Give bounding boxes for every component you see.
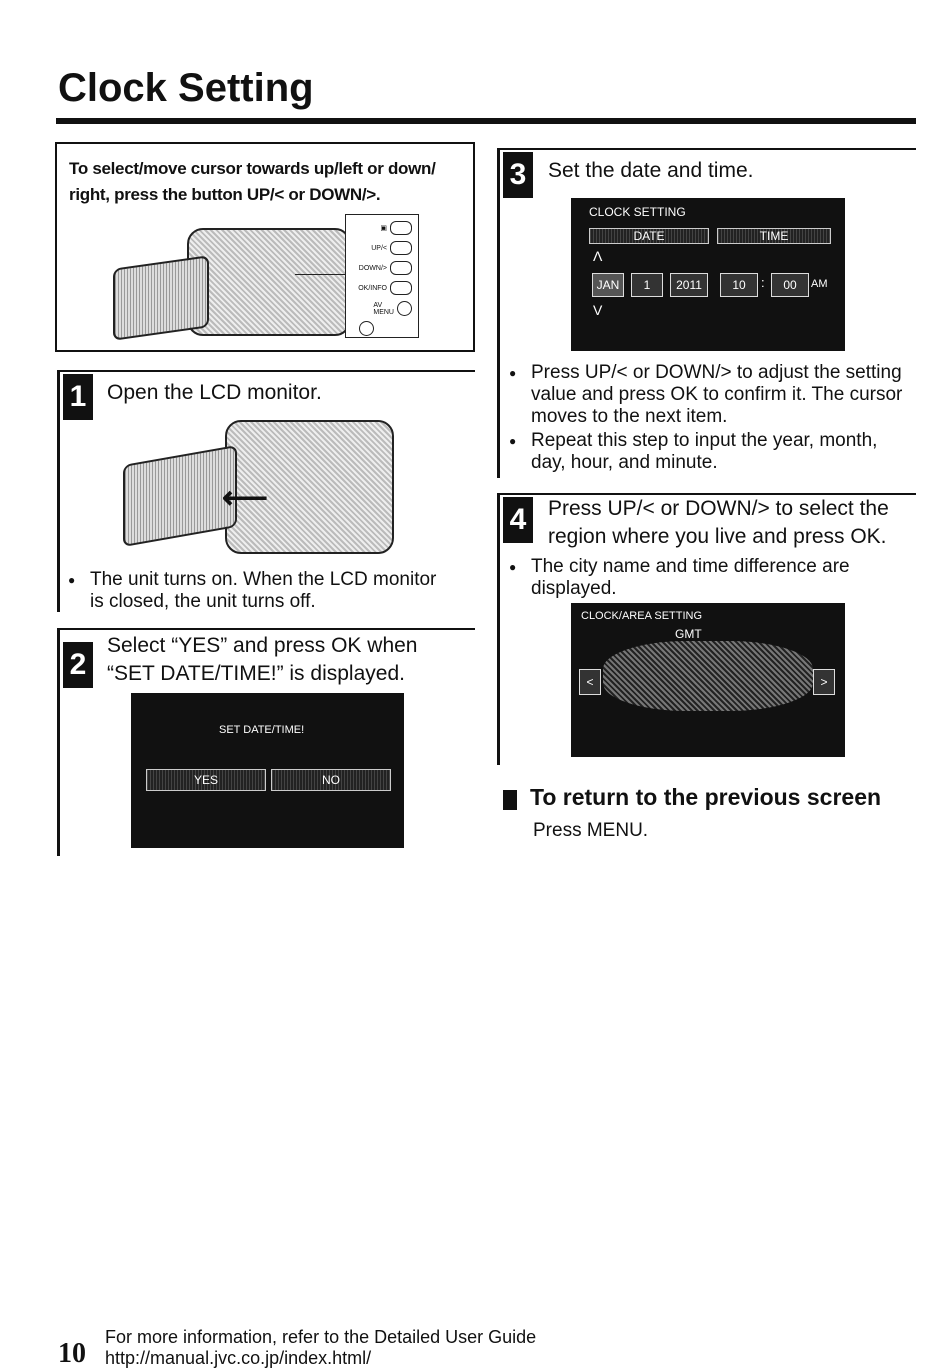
section-marker bbox=[503, 790, 517, 810]
power-button-icon bbox=[359, 321, 374, 336]
step-4-heading: Press UP/< or DOWN/> to select the regio… bbox=[548, 497, 889, 548]
step-4-bar bbox=[497, 493, 500, 765]
prev-region-button[interactable]: < bbox=[579, 669, 601, 695]
step-4-rule bbox=[497, 493, 916, 495]
step-4-number: 4 bbox=[503, 497, 533, 543]
down-arrow-icon[interactable]: V bbox=[593, 302, 603, 318]
step-1-bar bbox=[57, 370, 60, 612]
lcd-open-illustration bbox=[123, 444, 237, 548]
section-title: To return to the previous screen bbox=[530, 784, 882, 810]
footer-text: For more information, refer to the Detai… bbox=[105, 1327, 537, 1347]
clock-area-title: CLOCK/AREA SETTING bbox=[581, 610, 703, 622]
set-date-time-screen: SET DATE/TIME! YES NO bbox=[131, 693, 404, 848]
clock-setting-screen: CLOCK SETTING DATE TIME Λ JAN 1 2011 10 … bbox=[571, 198, 845, 351]
month-field[interactable]: JAN bbox=[592, 273, 624, 297]
world-map bbox=[603, 641, 813, 711]
no-button[interactable]: NO bbox=[271, 769, 391, 791]
play-button-icon bbox=[390, 221, 412, 235]
time-tab[interactable]: TIME bbox=[717, 228, 831, 244]
minute-field[interactable]: 00 bbox=[771, 273, 809, 297]
tip-text: To select/move cursor towards up/left or… bbox=[69, 159, 436, 204]
step-2-rule bbox=[57, 628, 475, 630]
up-arrow-icon[interactable]: Λ bbox=[593, 248, 603, 264]
gmt-label: GMT bbox=[675, 627, 702, 641]
step-3-bar bbox=[497, 148, 500, 478]
page-title: Clock Setting bbox=[58, 66, 314, 110]
step-3-heading: Set the date and time. bbox=[548, 159, 754, 182]
step-3-bullet-1: Press UP/< or DOWN/> to adjust the setti… bbox=[509, 362, 911, 428]
time-colon: : bbox=[761, 275, 765, 290]
clock-area-screen: CLOCK/AREA SETTING GMT < > bbox=[571, 603, 845, 757]
title-rule bbox=[56, 118, 916, 124]
step-3-rule bbox=[497, 148, 916, 150]
step-2-heading: Select “YES” and press OK when “SET DATE… bbox=[107, 634, 418, 685]
ok-label: OK/INFO bbox=[358, 284, 387, 292]
pointer-line bbox=[295, 274, 345, 275]
footer-url[interactable]: http://manual.jvc.co.jp/index.html/ bbox=[105, 1348, 372, 1368]
section-body: Press MENU. bbox=[533, 820, 649, 841]
camcorder-open-illustration bbox=[225, 420, 394, 554]
arrow-icon: ⟵ bbox=[222, 479, 268, 515]
set-date-time-title: SET DATE/TIME! bbox=[219, 724, 305, 736]
yes-button[interactable]: YES bbox=[146, 769, 266, 791]
play-icon: ▣ bbox=[380, 225, 387, 232]
step-1-heading: Open the LCD monitor. bbox=[107, 381, 322, 404]
date-tab[interactable]: DATE bbox=[589, 228, 709, 244]
ampm-label: AM bbox=[811, 278, 828, 290]
down-label: DOWN/> bbox=[358, 264, 387, 272]
up-label: UP/< bbox=[371, 244, 387, 252]
step-3-number: 3 bbox=[503, 152, 533, 198]
step-1-rule bbox=[57, 370, 475, 372]
day-field[interactable]: 1 bbox=[631, 273, 663, 297]
ok-button-icon bbox=[390, 281, 412, 295]
menu-button-icon bbox=[397, 301, 412, 316]
step-3-bullet-2: Repeat this step to input the year, mont… bbox=[509, 430, 911, 474]
tip-box: To select/move cursor towards up/left or… bbox=[55, 142, 475, 352]
down-button-icon bbox=[390, 261, 412, 275]
step-2-number: 2 bbox=[63, 642, 93, 688]
year-field[interactable]: 2011 bbox=[670, 273, 708, 297]
page-number: 10 bbox=[58, 1338, 86, 1369]
step-1-number: 1 bbox=[63, 374, 93, 420]
step-1-bullet: The unit turns on. When the LCD monitor … bbox=[68, 569, 450, 613]
lcd-panel-illustration bbox=[113, 255, 209, 341]
step-2-bar bbox=[57, 628, 60, 856]
next-region-button[interactable]: > bbox=[813, 669, 835, 695]
up-button-icon bbox=[390, 241, 412, 255]
hour-field[interactable]: 10 bbox=[720, 273, 758, 297]
clock-setting-title: CLOCK SETTING bbox=[589, 205, 686, 219]
step-4-bullet: The city name and time difference are di… bbox=[509, 556, 921, 600]
camcorder-illustration bbox=[187, 228, 351, 336]
